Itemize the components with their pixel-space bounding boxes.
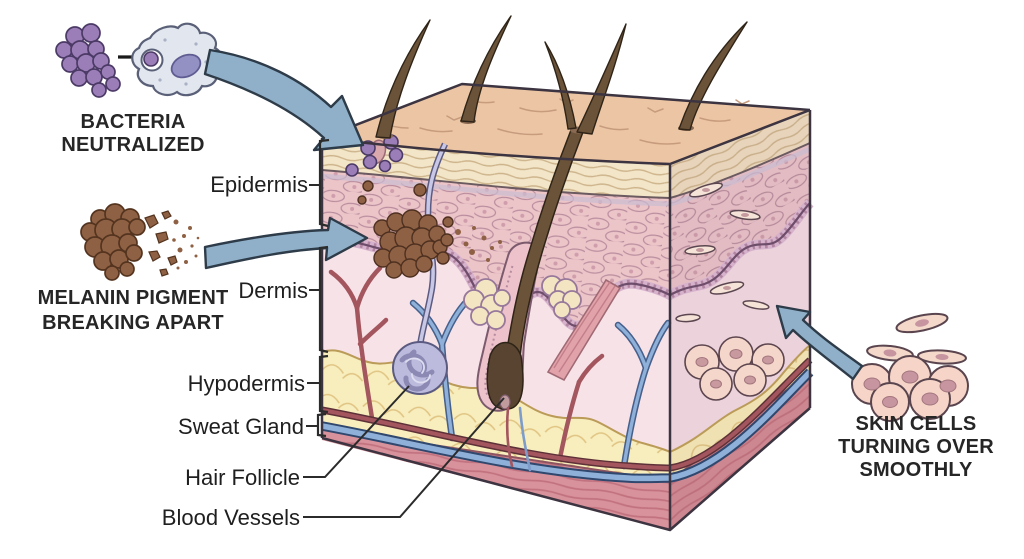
phagocyte-nucleus (170, 53, 202, 79)
melanin-callout-line2: BREAKING APART (42, 312, 224, 334)
skin-block (320, 15, 814, 532)
dermis-label: Dermis (238, 278, 308, 303)
hair-bulb (486, 341, 524, 410)
dermis-contents (321, 129, 814, 484)
sebaceous-glands (463, 275, 582, 330)
bacteria-callout-line1: BACTERIA (81, 111, 186, 133)
shedding-skin-cells-right-face (675, 182, 785, 401)
skin-cells-icon (851, 312, 969, 422)
front-face (322, 138, 670, 530)
melanin-callout-line1: MELANIN PIGMENT (38, 287, 229, 309)
blood-vessels-leader (303, 397, 505, 518)
melanin-callout: MELANIN PIGMENT BREAKING APART (38, 203, 369, 334)
skin-cells-arrow-icon (775, 304, 864, 381)
horizontal-blood-vessels (321, 357, 814, 484)
blood-vessels-label: Blood Vessels (162, 505, 300, 530)
bulb-vessels (505, 406, 532, 472)
skin-cells-callout-line2: TURNING OVER (838, 436, 994, 458)
corneum-texture-r (670, 110, 810, 198)
phagocyte-cell-icon (131, 22, 223, 97)
hypodermis-label: Hypodermis (188, 371, 305, 396)
block-outline (320, 82, 812, 532)
skin-cells-callout: SKIN CELLS TURNING OVER SMOOTHLY (775, 304, 994, 481)
bacteria-callout-line2: NEUTRALIZED (61, 134, 204, 156)
muscle-texture (322, 428, 670, 530)
corneum-texture (322, 138, 670, 198)
red-vessel-tree (328, 265, 605, 461)
bacteria-cluster-icon (55, 23, 121, 98)
melanin-pigment-cluster (357, 180, 502, 279)
dermis-bracket (318, 245, 329, 354)
sweat-gland-label: Sweat Gland (178, 414, 304, 439)
engulfed-bacterium (143, 51, 159, 67)
hair-follicle-leader (303, 385, 410, 478)
melanin-fragments-icon (144, 210, 200, 277)
epidermis-bracket (318, 138, 330, 228)
epidermis-texture (322, 170, 670, 326)
layer-labels: Epidermis Dermis Hypodermis Sweat Gland … (162, 138, 505, 530)
bacteria-arrow-icon (203, 48, 365, 152)
skin-cells-callout-line1: SKIN CELLS (856, 413, 977, 435)
hairs (375, 15, 748, 139)
melanin-cluster-icon (80, 203, 146, 281)
hair-follicle-label: Hair Follicle (185, 465, 300, 490)
bacteria-on-skin (345, 134, 404, 177)
fat-texture-r (670, 345, 810, 481)
melanin-arrow-icon (203, 216, 369, 270)
arrector-pili-muscle (546, 278, 622, 382)
right-face-shade (670, 110, 810, 530)
bacteria-callout: BACTERIA NEUTRALIZED (55, 22, 365, 156)
skin-cells-callout-line3: SMOOTHLY (859, 459, 973, 481)
epidermis-texture-r (670, 143, 810, 295)
sweat-gland-coil (392, 341, 448, 395)
hair-shaft (486, 129, 585, 410)
epidermis-label: Epidermis (210, 172, 308, 197)
